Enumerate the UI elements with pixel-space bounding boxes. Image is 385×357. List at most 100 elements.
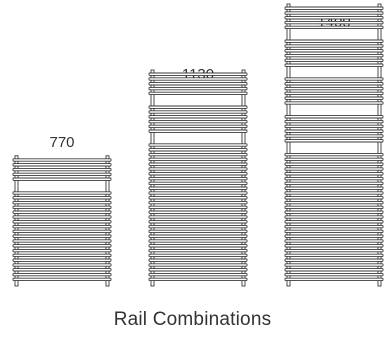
rail [148, 253, 248, 258]
diagram-caption: Rail Combinations [113, 309, 272, 330]
rail [284, 253, 384, 258]
rail [284, 152, 384, 157]
rail [148, 220, 248, 224]
rail [12, 210, 112, 214]
rail [284, 272, 384, 277]
rail [148, 239, 248, 243]
rail [284, 181, 384, 186]
rail [284, 167, 384, 171]
rail [12, 158, 112, 162]
rail [148, 143, 248, 147]
rail [148, 148, 248, 152]
rail [284, 258, 384, 262]
radiator-1400: 1400 [284, 3, 384, 287]
rail [284, 115, 384, 119]
rail [148, 229, 248, 234]
rail [148, 277, 248, 282]
rail [148, 224, 248, 229]
rail [284, 162, 384, 166]
rail [284, 134, 384, 138]
rail [12, 205, 112, 210]
rail [148, 200, 248, 205]
rail [148, 72, 248, 76]
rail [148, 172, 248, 176]
rail [284, 186, 384, 190]
rail [148, 82, 248, 86]
rail [148, 124, 248, 129]
rail [12, 253, 112, 258]
rail [284, 239, 384, 243]
radiator-770: 770 [12, 134, 112, 287]
rail [12, 172, 112, 177]
rail [284, 263, 384, 267]
rail [12, 234, 112, 238]
rail [284, 119, 384, 124]
rail [284, 191, 384, 195]
rail [12, 258, 112, 262]
rail [284, 139, 384, 143]
rail [284, 16, 384, 20]
left-post [286, 3, 291, 287]
rail [148, 244, 248, 248]
rail [148, 268, 248, 272]
rail [284, 277, 384, 282]
rail [12, 277, 112, 282]
rail [148, 86, 248, 91]
rail [12, 220, 112, 224]
rail [284, 205, 384, 210]
rail [148, 119, 248, 124]
rail [12, 229, 112, 234]
rail [284, 53, 384, 58]
rail [148, 91, 248, 96]
rail [284, 96, 384, 100]
rail [284, 244, 384, 248]
rail [284, 200, 384, 205]
rail [148, 167, 248, 171]
rail [148, 162, 248, 166]
rail [284, 268, 384, 272]
rail [148, 105, 248, 109]
rail [284, 220, 384, 224]
rail [148, 234, 248, 238]
rail [284, 215, 384, 219]
rail [148, 215, 248, 219]
rail [12, 191, 112, 195]
rail [284, 129, 384, 133]
rail [12, 248, 112, 253]
rail [284, 58, 384, 63]
rail [12, 268, 112, 272]
rail [148, 210, 248, 214]
rail [148, 263, 248, 267]
rail [284, 77, 384, 81]
rail [284, 63, 384, 67]
rail [284, 196, 384, 200]
rail [12, 200, 112, 205]
rail [148, 77, 248, 81]
rail [12, 244, 112, 248]
rail [12, 272, 112, 277]
rail [148, 115, 248, 119]
rail [284, 229, 384, 234]
rail [284, 210, 384, 214]
rail [284, 49, 384, 53]
rail [284, 91, 384, 96]
rail [148, 157, 248, 162]
right-post [377, 3, 382, 287]
rail [284, 44, 384, 48]
rail [148, 191, 248, 195]
rail [12, 196, 112, 200]
radiator-1130: 1130 [148, 66, 248, 287]
rail [284, 124, 384, 129]
rail [148, 186, 248, 190]
rail [12, 224, 112, 229]
rail [284, 248, 384, 253]
rail [284, 86, 384, 91]
rail [284, 157, 384, 162]
rail [284, 101, 384, 105]
rail [284, 20, 384, 25]
height-label-770: 770 [49, 134, 74, 151]
rail [284, 25, 384, 30]
rail [148, 196, 248, 200]
